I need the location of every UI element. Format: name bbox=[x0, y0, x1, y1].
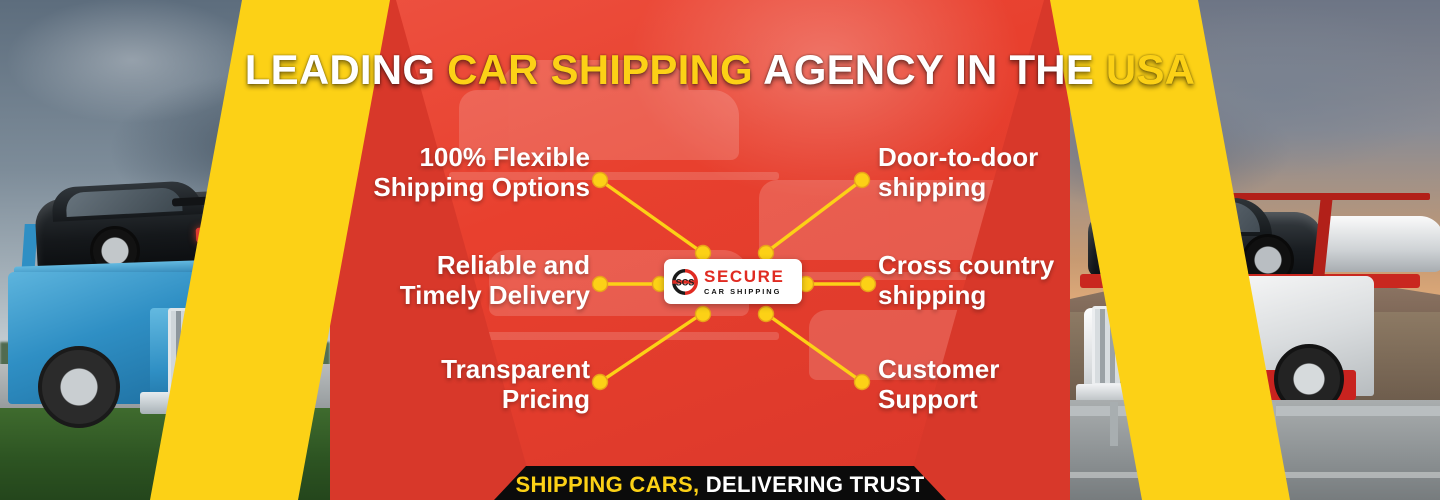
guard-rail-post bbox=[1110, 402, 1118, 446]
feature-line-1: 100% Flexible bbox=[419, 142, 590, 172]
headline: LEADING CAR SHIPPING AGENCY IN THE USA bbox=[0, 46, 1440, 94]
feature-cross-country: Cross country shipping bbox=[878, 250, 1178, 310]
tagline-highlight: SHIPPING CARS, bbox=[515, 472, 700, 497]
feature-line-2: Timely Delivery bbox=[399, 280, 590, 311]
bottom-tagline-bar bbox=[494, 466, 946, 500]
feature-reliable-delivery: Reliable and Timely Delivery bbox=[290, 250, 590, 310]
feature-line-2: Support bbox=[878, 384, 978, 415]
feature-line-2: shipping bbox=[878, 280, 987, 311]
feature-flexible-shipping: 100% Flexible Shipping Options bbox=[290, 142, 590, 202]
truck-wheel bbox=[38, 346, 120, 428]
light-flare bbox=[616, 0, 1036, 210]
truck-rack-rail bbox=[1130, 193, 1430, 200]
feature-transparent-pricing: Transparent Pricing bbox=[290, 354, 590, 414]
tagline-rest: DELIVERING TRUST bbox=[699, 472, 925, 497]
headline-part-2: AGENCY IN THE bbox=[752, 46, 1106, 93]
feature-line-2: shipping bbox=[878, 172, 987, 203]
brand-logo[interactable]: SCS SECURE CAR SHIPPING bbox=[664, 259, 802, 304]
scs-monogram-icon: SCS bbox=[671, 268, 699, 296]
feature-customer-support: Customer Support bbox=[878, 354, 1178, 414]
logo-primary-text: SECURE bbox=[704, 267, 785, 287]
feature-line-2: Pricing bbox=[501, 384, 590, 415]
headline-highlight-2: USA bbox=[1105, 46, 1196, 93]
feature-line-1: Reliable and bbox=[436, 250, 590, 280]
headline-highlight-1: CAR SHIPPING bbox=[447, 46, 753, 93]
headline-part-1: LEADING bbox=[244, 46, 448, 93]
logo-secondary-text: CAR SHIPPING bbox=[704, 286, 782, 296]
feature-line-1: Door-to-door bbox=[878, 142, 1039, 172]
feature-line-2: Shipping Options bbox=[373, 172, 590, 203]
tagline: SHIPPING CARS, DELIVERING TRUST bbox=[0, 472, 1440, 498]
feature-line-1: Cross country bbox=[878, 250, 1055, 280]
feature-line-1: Transparent bbox=[441, 354, 590, 384]
feature-line-1: Customer bbox=[878, 354, 1000, 384]
logo-wordmark: SECURE CAR SHIPPING bbox=[704, 268, 784, 295]
svg-text:SCS: SCS bbox=[676, 277, 695, 287]
loaded-white-car bbox=[1314, 216, 1440, 272]
feature-door-to-door: Door-to-door shipping bbox=[878, 142, 1178, 202]
